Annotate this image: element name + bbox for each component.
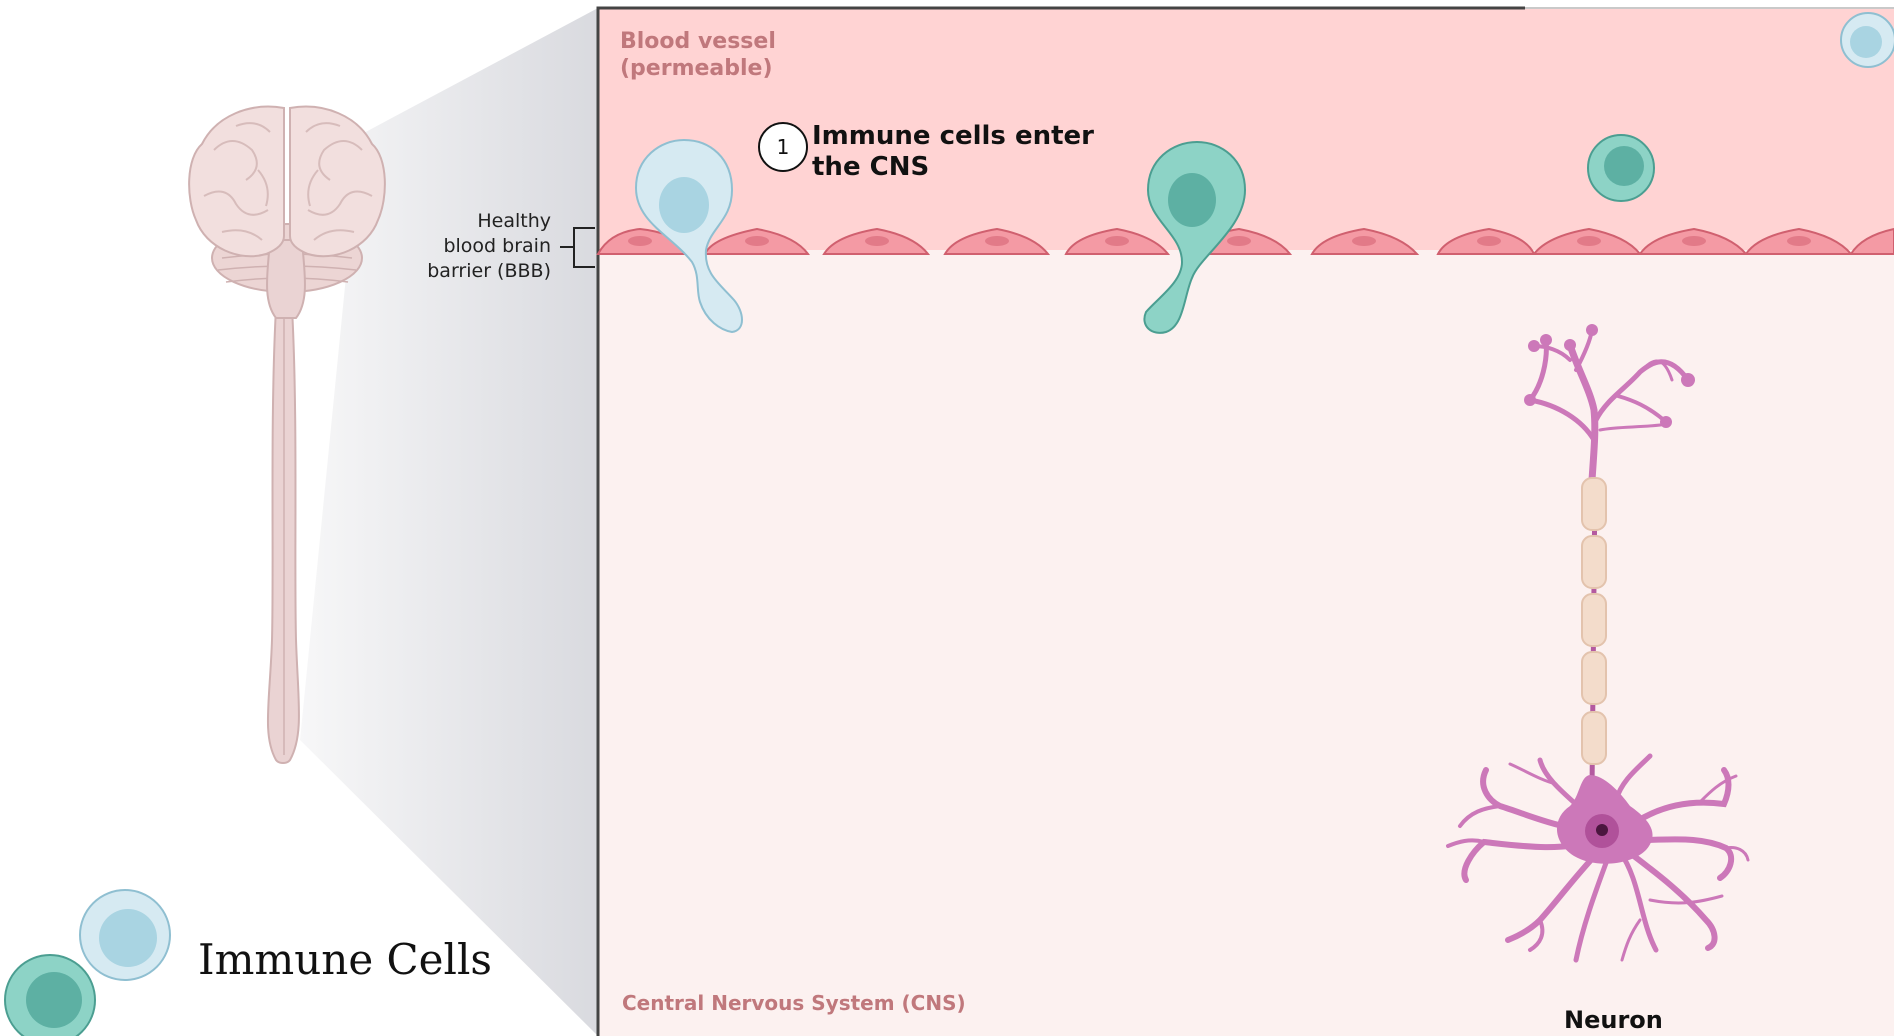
bbb-label-line-2: blood brain	[443, 235, 551, 257]
cns-label: Central Nervous System (CNS)	[622, 991, 966, 1015]
endothelial-cell-icon	[822, 227, 931, 255]
cns-region	[598, 250, 1894, 1036]
step-title-line-2: the CNS	[812, 152, 930, 182]
legend-immune-cell-teal	[4, 954, 96, 1036]
blood-vessel-label: Blood vessel (permeable)	[620, 28, 776, 82]
blood-vessel-title: Blood vessel	[620, 29, 776, 54]
neuron-icon	[1446, 324, 1750, 963]
endothelial-cell-icon	[1849, 227, 1894, 255]
endothelial-cell-icon	[1638, 227, 1749, 255]
legend-immune-cell-light	[79, 889, 171, 981]
legend-label: Immune Cells	[198, 935, 492, 984]
brain-spinal-cord-icon	[188, 105, 386, 764]
neuron-label: Neuron	[1564, 1006, 1663, 1034]
endothelial-cell-icon	[1531, 227, 1643, 255]
blood-vessel-region	[598, 8, 1894, 250]
bbb-label-line-3: barrier (BBB)	[427, 260, 551, 282]
endothelial-cell-icon	[1310, 227, 1420, 255]
endothelial-cell-icon	[1744, 227, 1854, 255]
step-number-badge: 1	[758, 122, 808, 172]
step-title-line-1: Immune cells enter	[812, 121, 1094, 151]
immune-cell-icon	[634, 138, 743, 334]
panel-border	[596, 6, 1525, 1036]
bbb-bracket	[560, 227, 595, 268]
zoom-projection	[300, 8, 598, 1036]
endothelial-cell-icon	[703, 227, 810, 255]
immune-cell-icon	[1143, 140, 1247, 334]
endothelial-cell-icon	[943, 227, 1051, 255]
bbb-label: Healthy blood brain barrier (BBB)	[427, 209, 551, 284]
blood-vessel-note: (permeable)	[620, 56, 773, 81]
endothelial-cell-icon	[1436, 227, 1536, 255]
step-title: Immune cells enter the CNS	[812, 121, 1094, 183]
immune-cell-icon	[1840, 12, 1894, 68]
bbb-label-line-1: Healthy	[477, 210, 551, 232]
endothelial-cell-icon	[1064, 227, 1171, 255]
immune-cell-icon	[1587, 134, 1655, 202]
